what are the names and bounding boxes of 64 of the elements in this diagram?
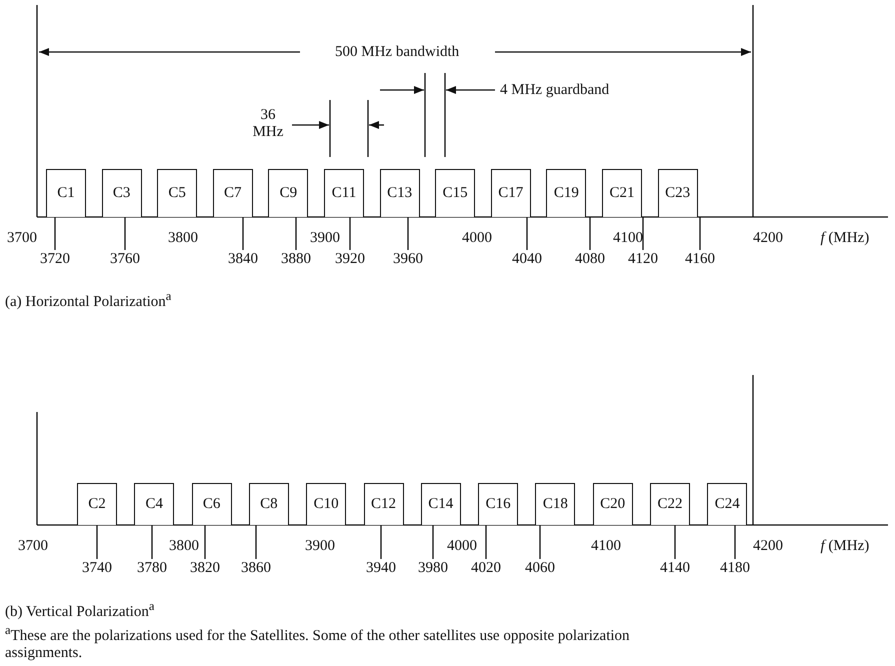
channel-box: C15 (435, 169, 476, 217)
footnote: $^{a}$These are the polarizations used for the Satellites. Some of the other satellites use opposite polarization assignments. (5, 622, 631, 662)
tick-label: 3920 (335, 251, 365, 268)
axis-label: f (MHz) (820, 230, 870, 247)
channel-box: C21 (602, 169, 642, 217)
tick-label: 3780 (137, 560, 167, 577)
dimension-label: 4 MHz guardband (500, 82, 610, 99)
tick-label: 4200 (753, 230, 783, 247)
channel-box: C4 (134, 483, 174, 525)
tick-label: 3800 (168, 230, 198, 247)
tick-label: 4040 (512, 251, 542, 268)
tick-label: 4200 (753, 538, 783, 555)
tick-label: 3800 (169, 538, 199, 555)
channel-box: C12 (364, 483, 404, 525)
tick-label: 4000 (462, 230, 492, 247)
channel-box: C17 (490, 169, 531, 217)
tick-label: 3700 (18, 538, 48, 555)
tick-label: 3980 (418, 560, 448, 577)
channel-box: C1 (46, 169, 86, 217)
channel-box: C18 (535, 483, 576, 525)
channel-box: C2 (77, 483, 117, 525)
channel-box: C19 (546, 169, 586, 217)
channel-box: C24 (707, 483, 748, 525)
caption: (b) Vertical Polarization$^{a}$ (5, 598, 154, 621)
channel-box: C6 (192, 483, 232, 525)
channel-box: C10 (306, 483, 346, 525)
tick-label: 3740 (82, 560, 112, 577)
tick-label: 3720 (40, 251, 70, 268)
tick-label: 3820 (190, 560, 220, 577)
tick-label: 3760 (110, 251, 140, 268)
tick-label: 4000 (447, 538, 477, 555)
caption: (a) Horizontal Polarization$^{a}$ (5, 288, 172, 311)
channel-box: C11 (324, 169, 364, 217)
tick-label: 4160 (685, 251, 715, 268)
axis-label: f (MHz) (820, 538, 870, 555)
dimension-label: 36 MHz (252, 107, 284, 141)
tick-label: 3700 (7, 230, 37, 247)
channel-box: C20 (592, 483, 633, 525)
tick-label: 3880 (281, 251, 311, 268)
channel-box: C5 (157, 169, 198, 217)
tick-label: 3860 (241, 560, 271, 577)
channel-box: C13 (380, 169, 420, 217)
tick-label: 4080 (575, 251, 605, 268)
tick-label: 3940 (366, 560, 396, 577)
tick-label: 3960 (393, 251, 423, 268)
tick-label: 3840 (228, 251, 258, 268)
tick-label: 4100 (591, 538, 621, 555)
tick-label: 4140 (660, 560, 690, 577)
tick-label: 3900 (310, 230, 340, 247)
channel-box: C14 (420, 483, 461, 525)
channel-box: C23 (658, 169, 698, 217)
tick-label: 4180 (720, 560, 750, 577)
dimension-label: 500 MHz bandwidth (335, 44, 460, 61)
tick-label: 4120 (628, 251, 658, 268)
channel-box: C3 (102, 169, 142, 217)
tick-label: 4060 (525, 560, 555, 577)
channel-box: C7 (212, 169, 253, 217)
tick-label: 4020 (471, 560, 501, 577)
tick-label: 3900 (305, 538, 335, 555)
channel-box: C16 (478, 483, 518, 525)
tick-label: 4100 (613, 230, 643, 247)
channel-box: C9 (268, 169, 308, 217)
channel-box: C22 (650, 483, 690, 525)
channel-box: C8 (248, 483, 289, 525)
